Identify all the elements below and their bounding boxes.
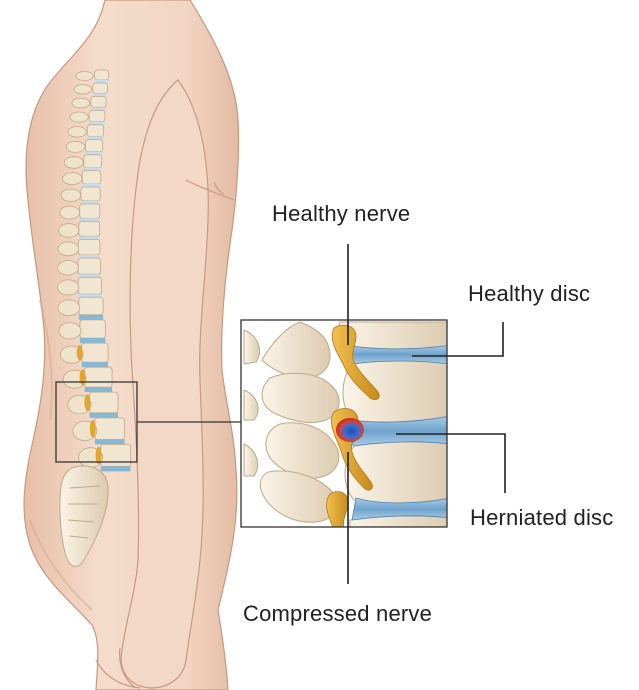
spine-process bbox=[74, 85, 92, 94]
healthy-disc-label: Healthy disc bbox=[468, 281, 590, 307]
spine-disc bbox=[95, 439, 125, 444]
spine-disc bbox=[89, 413, 118, 418]
spine-vertebra bbox=[93, 83, 108, 93]
spine-process bbox=[61, 189, 81, 202]
spine-vertebra bbox=[82, 171, 101, 184]
spine-vertebra bbox=[95, 70, 109, 80]
spine-disc bbox=[78, 255, 100, 258]
spine-process bbox=[66, 141, 85, 152]
spine-disc bbox=[89, 122, 105, 125]
spine-vertebra bbox=[84, 155, 102, 168]
spine-process bbox=[58, 242, 79, 256]
spine-nerve-root bbox=[84, 394, 90, 411]
compressed-nerve-label: Compressed nerve bbox=[243, 601, 432, 627]
spine-disc bbox=[79, 236, 100, 239]
spine-process bbox=[70, 112, 88, 122]
spine-vertebra bbox=[81, 187, 100, 201]
spine-vertebra bbox=[89, 392, 118, 413]
spine-vertebra bbox=[95, 418, 125, 440]
spine-disc bbox=[93, 93, 108, 96]
spine-disc bbox=[95, 80, 109, 83]
spine-disc bbox=[87, 137, 104, 140]
spine-vertebra bbox=[78, 239, 100, 255]
spine-vertebra bbox=[78, 258, 101, 274]
spine-process bbox=[63, 173, 82, 185]
inset-detail bbox=[241, 320, 450, 530]
spine-disc bbox=[81, 201, 100, 204]
spine-disc bbox=[84, 168, 102, 171]
spine-vertebra bbox=[89, 110, 105, 121]
spine-vertebra bbox=[91, 96, 106, 107]
spine-disc bbox=[86, 152, 103, 155]
spine-vertebra bbox=[80, 204, 100, 219]
healthy-nerve-label: Healthy nerve bbox=[272, 201, 410, 227]
spine-disc bbox=[85, 387, 113, 392]
spine-process bbox=[72, 98, 90, 108]
spine-process bbox=[60, 206, 80, 219]
spine-disc bbox=[79, 315, 103, 320]
spine-vertebra bbox=[79, 297, 103, 315]
spine-vertebra bbox=[85, 367, 113, 387]
spine-nerve-root bbox=[90, 420, 96, 437]
herniated-disc-label: Herniated disc bbox=[470, 505, 613, 531]
spine-vertebra bbox=[82, 343, 108, 362]
spine-process bbox=[68, 127, 87, 138]
spine-vertebra bbox=[79, 221, 100, 236]
spine-vertebra bbox=[86, 140, 103, 152]
spine-disc bbox=[82, 362, 108, 367]
spine-process bbox=[59, 224, 79, 238]
compression-spot bbox=[336, 418, 364, 442]
spine-vertebra bbox=[101, 444, 131, 466]
spine-process bbox=[59, 323, 81, 339]
torso-figure bbox=[24, 0, 238, 690]
spine-process bbox=[57, 280, 78, 295]
spine-disc bbox=[101, 466, 131, 471]
spine-disc bbox=[80, 338, 105, 343]
spine-nerve-root bbox=[80, 369, 86, 385]
spine-process bbox=[58, 261, 79, 276]
spine-vertebra bbox=[80, 320, 105, 338]
spine-process bbox=[76, 72, 94, 81]
spine-process bbox=[58, 300, 80, 316]
spine-disc bbox=[91, 107, 106, 110]
spine-vertebra bbox=[87, 125, 104, 137]
spine-process bbox=[64, 157, 83, 169]
spine-nerve-root bbox=[77, 345, 83, 360]
spine-disc bbox=[82, 184, 101, 187]
spine-disc bbox=[78, 294, 101, 297]
spine-disc bbox=[80, 218, 100, 221]
spine-vertebra bbox=[78, 277, 101, 294]
spine-disc bbox=[78, 274, 101, 277]
